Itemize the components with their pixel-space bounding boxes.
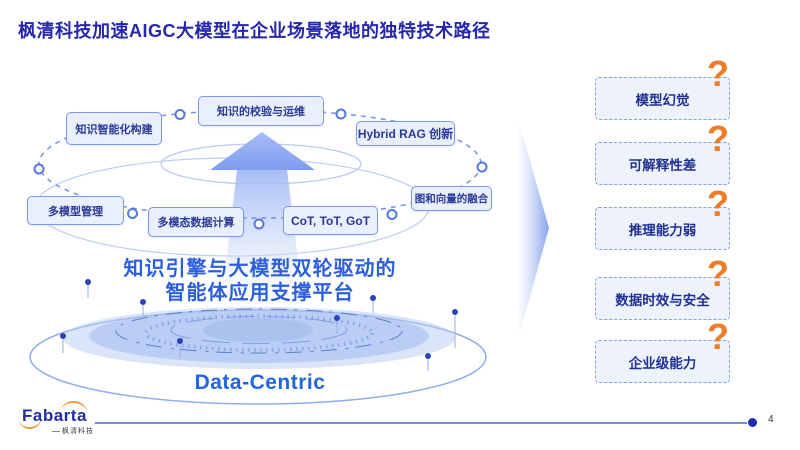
- platform-headline: 知识引擎与大模型双轮驱动的 智能体应用支撑平台: [95, 257, 425, 305]
- logo-arc-icon: [18, 416, 43, 431]
- question-mark-icon: ?: [707, 253, 729, 294]
- diagram-box-knowledge-construction: 知识智能化构建: [66, 112, 162, 145]
- fabarta-logo-text: Fabarta: [18, 399, 89, 431]
- diagram-box-graph-vector: 图和向量的融合: [411, 186, 492, 211]
- challenge-label: 模型幻觉: [635, 92, 690, 108]
- diagram-box-multi-model: 多模型管理: [27, 196, 124, 225]
- fabarta-logo: Fabarta 枫清科技: [18, 399, 94, 436]
- footer-divider-line: [95, 422, 747, 424]
- question-mark-icon: ?: [707, 118, 729, 159]
- challenge-item-reasoning: 推理能力弱 ?: [595, 186, 730, 250]
- diagram-box-multimodal-compute: 多模态数据计算: [148, 207, 244, 237]
- fabarta-logo-subtext: 枫清科技: [52, 426, 94, 436]
- platform-graphic: [29, 307, 487, 405]
- challenge-label: 推理能力弱: [628, 222, 697, 238]
- page-number: 4: [768, 414, 774, 425]
- diagram-box-knowledge-verification: 知识的校验与运维: [198, 96, 324, 126]
- challenge-label: 企业级能力: [628, 355, 697, 371]
- diagram-box-cot-tot-got: CoT, ToT, GoT: [283, 206, 378, 235]
- pins: [60, 279, 458, 371]
- challenge-item-enterprise: 企业级能力 ?: [595, 319, 730, 383]
- diagram-box-hybrid-rag: Hybrid RAG 创新: [356, 121, 455, 146]
- connector-nodes: [33, 108, 488, 230]
- platform-headline-line1: 知识引擎与大模型双轮驱动的: [123, 258, 397, 280]
- challenge-label: 可解释性差: [628, 157, 697, 173]
- page-title: 枫清科技加速AIGC大模型在企业场景落地的独特技术路径: [18, 21, 491, 41]
- challenge-item-data-security: 数据时效与安全 ?: [595, 256, 730, 320]
- challenge-item-hallucination: 模型幻觉 ?: [595, 56, 730, 120]
- platform-headline-line2: 智能体应用支撑平台: [165, 282, 355, 304]
- footer-line-dot-icon: [748, 418, 757, 427]
- question-mark-icon: ?: [707, 183, 729, 224]
- question-mark-icon: ?: [707, 53, 729, 94]
- platform-label: Data-Centric: [194, 371, 326, 394]
- challenge-label: 数据时效与安全: [615, 292, 710, 308]
- up-arrow-icon: [210, 132, 315, 308]
- challenge-item-explainability: 可解释性差 ?: [595, 121, 730, 185]
- question-mark-icon: ?: [707, 316, 729, 357]
- logo-sub-dash: [52, 430, 60, 432]
- chevron-right-icon: [519, 122, 549, 336]
